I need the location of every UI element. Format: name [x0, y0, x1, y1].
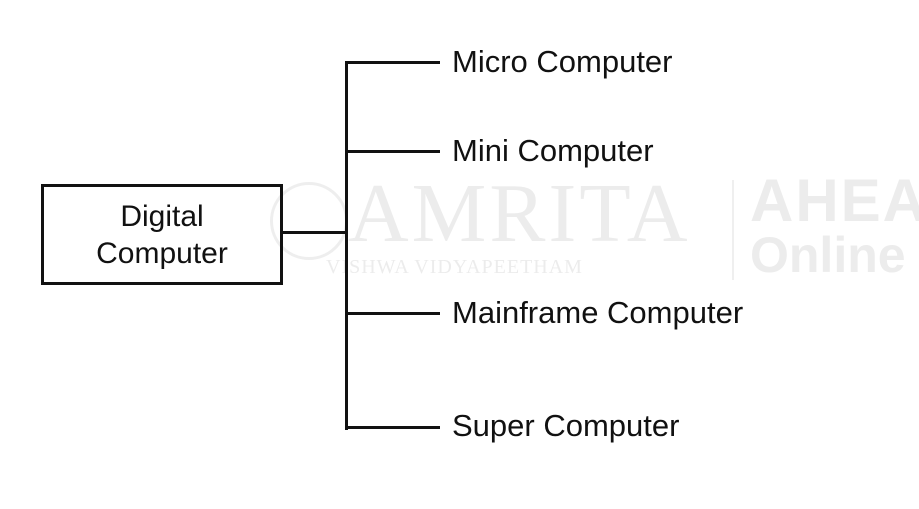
branch-connector-mainframe [345, 312, 440, 315]
root-connector-line [280, 231, 347, 234]
watermark-brand-text: AHEA [750, 167, 919, 234]
branch-label-super-computer: Super Computer [452, 408, 680, 443]
branch-label-mainframe-computer: Mainframe Computer [452, 295, 744, 330]
watermark-sub-text: VISHWA VIDYAPEETHAM [326, 256, 583, 278]
watermark-main-text: AMRITA [348, 167, 691, 260]
branch-label-mini-computer: Mini Computer [452, 133, 654, 168]
root-node-label-line-2: Computer [96, 236, 228, 270]
watermark-online-text: Online [750, 227, 906, 283]
branch-connector-mini [345, 150, 440, 153]
branch-connector-micro [345, 61, 440, 64]
vertical-trunk-line [345, 61, 348, 430]
branch-connector-super [345, 426, 440, 429]
root-node-digital-computer: Digital Computer [41, 184, 283, 285]
watermark-logo: AMRITA VISHWA VIDYAPEETHAM AHEA Online [270, 167, 919, 287]
watermark-separator [732, 180, 734, 280]
branch-label-micro-computer: Micro Computer [452, 44, 673, 79]
root-node-label-line-1: Digital [120, 199, 204, 233]
